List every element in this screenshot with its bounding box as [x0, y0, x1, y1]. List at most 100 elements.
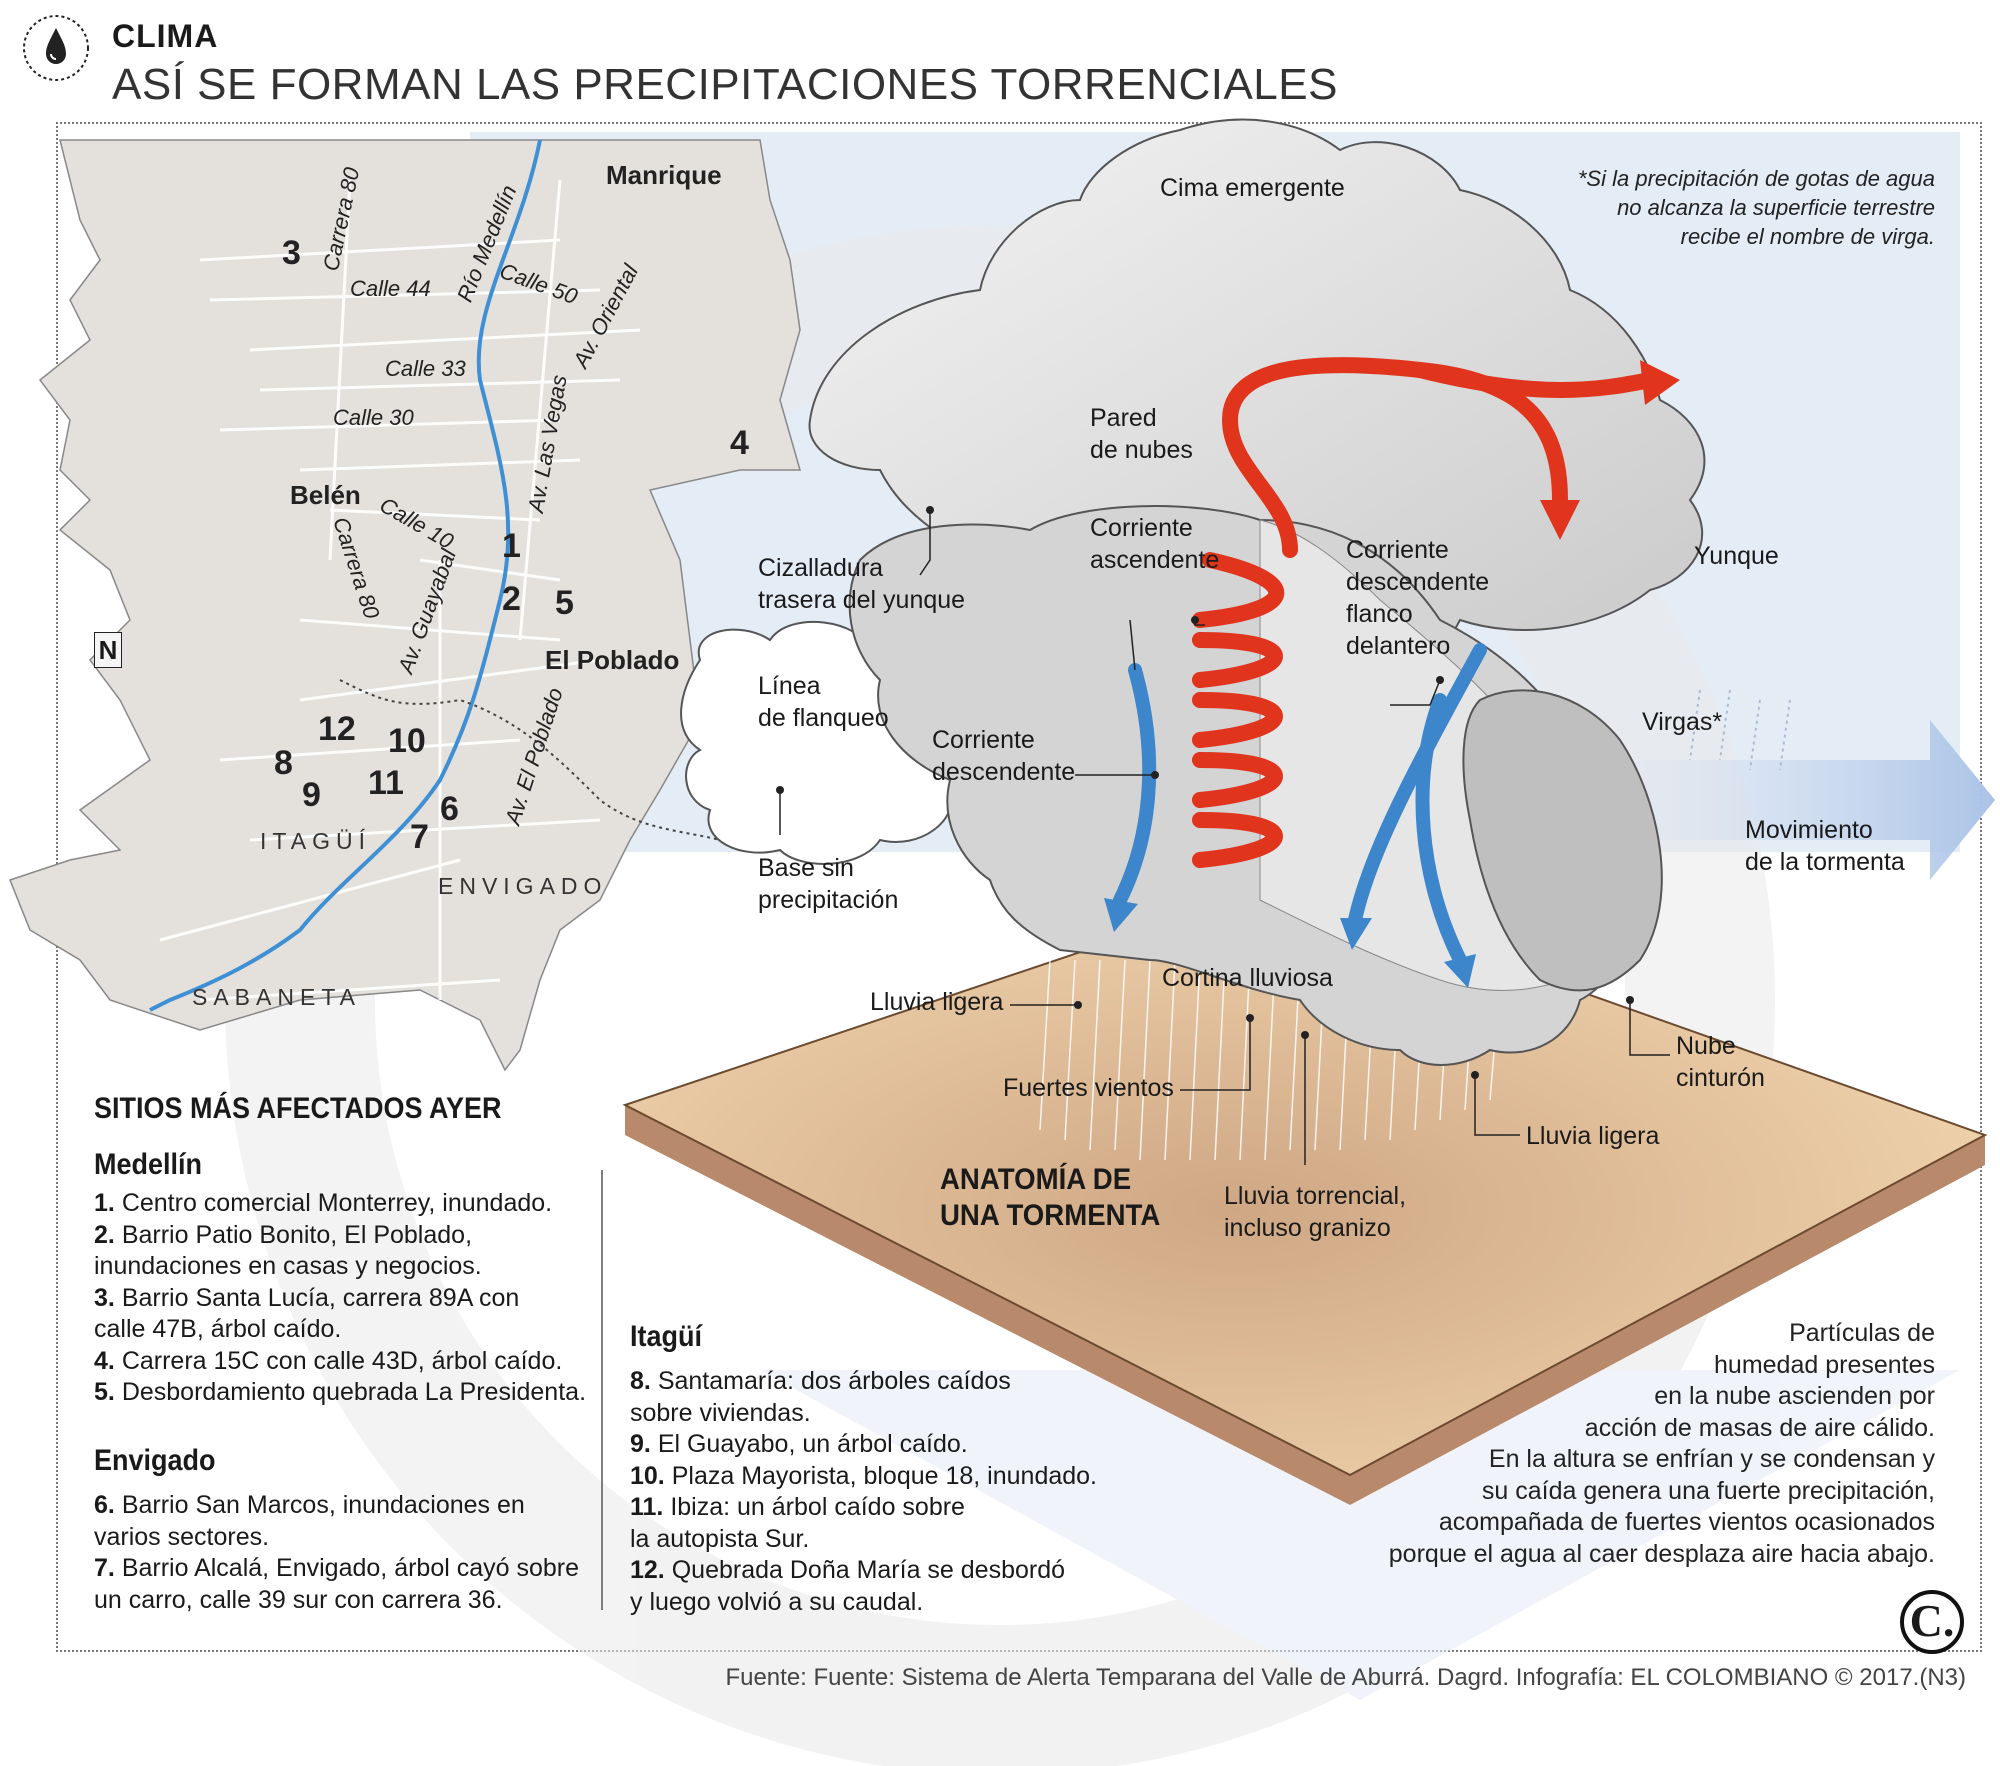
explanation-line-2: humedad presentes — [1714, 1350, 1935, 1379]
medellin-site-item: 5. Desbordamiento quebrada La Presidenta… — [94, 1377, 586, 1409]
list-item-text: Barrio San Marcos, inundaciones en — [121, 1491, 525, 1519]
label-torrencial-line-2: incluso granizo — [1224, 1214, 1391, 1242]
label-lluvia-torrencial: Lluvia torrencial, incluso granizo — [1224, 1180, 1406, 1244]
label-pared-de-nubes: Pared de nubes — [1090, 402, 1193, 466]
list-item-text: sobre viviendas. — [630, 1398, 811, 1427]
explanation-line-7: acompañada de fuertes vientos ocasionado… — [1438, 1508, 1935, 1536]
list-item-text: Barrio Santa Lucía, carrera 89A con — [121, 1283, 520, 1312]
label-fl-line-1: Corriente — [1346, 536, 1449, 564]
updraft-arrowhead-down — [1540, 500, 1580, 540]
map-site-4: 4 — [730, 424, 749, 462]
map-municipio-itagui: ITAGÜÍ — [260, 828, 371, 854]
list-item-text: calle 47B, árbol caído. — [94, 1315, 342, 1343]
list-item-text: Santamaría: dos árboles caídos — [657, 1367, 1011, 1395]
itagui-site-item: y luego volvió a su caudal. — [630, 1587, 1097, 1619]
ground-plate — [622, 883, 1988, 1477]
medellin-site-item: calle 47B, árbol caído. — [94, 1314, 586, 1346]
envigado-site-item: un carro, calle 39 sur con carrera 36. — [94, 1585, 579, 1617]
list-item-number: 5. — [94, 1378, 115, 1406]
list-item-number: 4. — [94, 1346, 115, 1375]
label-descendente-flanco-delantero: Corriente descendente flanco delantero — [1346, 534, 1489, 662]
medellin-site-item: 2. Barrio Patio Bonito, El Poblado, — [94, 1220, 586, 1252]
list-item-text: Quebrada Doña María se desbordó — [671, 1556, 1066, 1584]
itagui-heading: Itagüí — [630, 1320, 702, 1353]
explanation-line-8: porque el agua al caer desplaza aire hac… — [1388, 1539, 1935, 1568]
label-linea-de-flanqueo: Línea de flanqueo — [758, 670, 889, 734]
map-label-el-poblado: El Poblado — [545, 645, 680, 675]
medellin-site-item: 1. Centro comercial Monterrey, inundado. — [94, 1188, 586, 1220]
list-item-text: y luego volvió a su caudal. — [630, 1587, 924, 1616]
north-arrow-icon: N — [94, 632, 122, 668]
label-ascendente-line-1: Corriente — [1090, 514, 1193, 542]
map-site-12: 12 — [318, 710, 356, 748]
downdraft-arrowhead-mid — [1340, 918, 1372, 950]
virga-note-line-2: no alcanza la superficie terrestre — [1617, 195, 1935, 220]
storm-explanation: Partículas de humedad presentes en la nu… — [1389, 1318, 1935, 1570]
label-base-line-1: Base sin — [758, 854, 854, 882]
label-cortina-lluviosa: Cortina lluviosa — [1162, 964, 1333, 992]
list-item-text: Ibiza: un árbol caído sobre — [670, 1493, 965, 1521]
medellin-site-item: inundaciones en casas y negocios. — [94, 1251, 586, 1283]
map-site-3: 3 — [282, 234, 301, 272]
itagui-site-item: 10. Plaza Mayorista, bloque 18, inundado… — [630, 1461, 1097, 1493]
label-nube-line-2: cinturón — [1676, 1064, 1765, 1092]
medellin-heading: Medellín — [94, 1148, 203, 1181]
belt-cloud — [1462, 689, 1663, 992]
list-item-number: 8. — [630, 1367, 651, 1395]
list-item-number: 9. — [630, 1430, 651, 1458]
map-site-2: 2 — [502, 580, 521, 618]
list-item-text: Barrio Alcalá, Envigado, árbol cayó sobr… — [121, 1554, 580, 1582]
envigado-site-item: 7. Barrio Alcalá, Envigado, árbol cayó s… — [94, 1553, 579, 1585]
label-fuertes-vientos: Fuertes vientos — [1003, 1074, 1174, 1102]
map-streets — [159, 179, 641, 1002]
downdraft-arrowhead-left — [1104, 898, 1138, 932]
map-street-calle-33: Calle 33 — [385, 356, 466, 381]
itagui-site-item: 9. El Guayabo, un árbol caído. — [630, 1429, 1097, 1461]
label-descendente-line-2: descendente — [932, 758, 1076, 786]
storm-movement-arrow — [1560, 720, 1995, 880]
medellin-list: 1. Centro comercial Monterrey, inundado.… — [94, 1188, 586, 1409]
itagui-site-item: sobre viviendas. — [630, 1398, 1097, 1430]
list-item-text: la autopista Sur. — [630, 1524, 810, 1553]
itagui-site-item: la autopista Sur. — [630, 1524, 1097, 1556]
virga-note: *Si la precipitación de gotas de agua no… — [1578, 164, 1935, 251]
map-label-manrique: Manrique — [606, 160, 722, 190]
river-medellin — [149, 139, 542, 1012]
map-street-calle-44: Calle 44 — [350, 276, 431, 301]
envigado-list: 6. Barrio San Marcos, inundaciones en var… — [94, 1490, 579, 1616]
label-descendente-line-1: Corriente — [932, 726, 1035, 754]
label-yunque: Yunque — [1694, 542, 1779, 570]
virga-note-line-1: *Si la precipitación de gotas de agua — [1577, 166, 1935, 191]
envigado-heading: Envigado — [94, 1444, 216, 1477]
itagui-site-item: 8. Santamaría: dos árboles caídos — [630, 1366, 1097, 1398]
north-symbol: N — [98, 635, 118, 665]
label-lluvia-ligera-right: Lluvia ligera — [1526, 1122, 1660, 1150]
storm-anatomy-heading: ANATOMÍA DE UNA TORMENTA — [940, 1162, 1160, 1234]
downdraft-arrows — [1113, 643, 1487, 967]
list-item-text: Centro comercial Monterrey, inundado. — [121, 1189, 553, 1217]
updraft-arrowhead-right — [1640, 360, 1680, 405]
envigado-site-item: varios sectores. — [94, 1522, 579, 1554]
list-item-text: inundaciones en casas y negocios. — [94, 1252, 482, 1280]
map-site-9: 9 — [302, 776, 321, 814]
label-nube-line-1: Nube — [1676, 1032, 1736, 1060]
explanation-line-5: En la altura se enfrían y se condensan y — [1488, 1445, 1935, 1473]
explanation-line-3: en la nube ascienden por — [1654, 1382, 1935, 1410]
map-site-5: 5 — [555, 584, 574, 622]
map-municipio-sabaneta: SABANETA — [192, 984, 361, 1010]
label-fl-line-4: delantero — [1346, 632, 1451, 660]
label-leader-dots — [776, 506, 1634, 1079]
list-item-number: 6. — [94, 1491, 115, 1519]
label-movimiento-tormenta: Movimiento de la tormenta — [1745, 814, 1905, 878]
list-item-number: 1. — [94, 1189, 115, 1217]
label-cizalladura-line-1: Cizalladura — [758, 554, 884, 582]
label-leader-lines — [779, 510, 1670, 1165]
label-corriente-ascendente: Corriente ascendente — [1090, 512, 1219, 576]
list-item-text: Carrera 15C con calle 43D, árbol caído. — [121, 1346, 563, 1375]
list-item-text: El Guayabo, un árbol caído. — [657, 1430, 968, 1458]
map-label-belen: Belén — [290, 480, 361, 510]
itagui-site-item: 12. Quebrada Doña María se desbordó — [630, 1555, 1097, 1587]
list-item-text: Desbordamiento quebrada La Presidenta. — [121, 1378, 587, 1406]
explanation-line-6: su caída genera una fuerte precipitación… — [1481, 1476, 1935, 1505]
